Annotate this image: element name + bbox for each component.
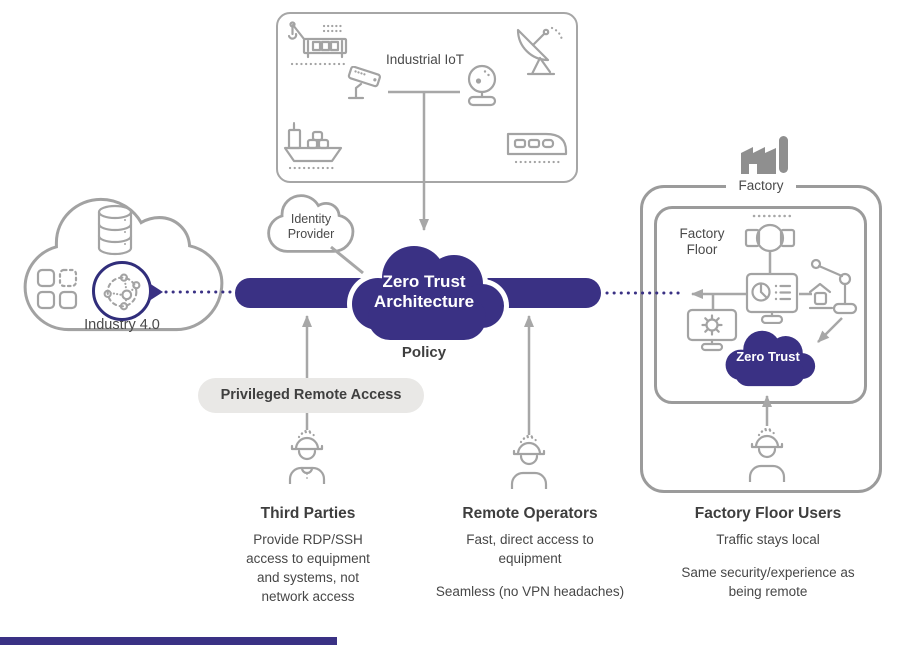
machine-icon xyxy=(744,223,796,253)
remote-operators-column: Remote Operators Fast, direct access to … xyxy=(390,505,670,616)
factory-floor-users-column: Factory Floor Users Traffic stays local … xyxy=(643,505,893,616)
factory-floor-box xyxy=(654,206,867,404)
third-parties-heading: Third Parties xyxy=(260,505,356,522)
industrial-iot-box xyxy=(276,12,578,183)
crane-icon xyxy=(288,21,348,66)
third-parties-column: Third Parties Provide RDP/SSH access to … xyxy=(218,505,398,621)
privileged-remote-access-pill: Privileged Remote Access xyxy=(198,378,424,413)
factory-floor-users-text-2: Same security/experience as being remote xyxy=(681,564,855,599)
dashboard-monitor-icon xyxy=(745,272,799,324)
factory-zero-trust-cloud xyxy=(722,327,819,390)
remote-operator-worker-icon xyxy=(510,435,548,489)
app-grid-icon xyxy=(36,268,78,310)
factory-zero-trust-label: Zero Trust xyxy=(736,349,800,364)
factory-floor-users-heading: Factory Floor Users xyxy=(694,505,842,522)
factory-label: Factory xyxy=(726,178,796,195)
train-icon xyxy=(506,132,568,164)
cctv-camera-icon xyxy=(347,66,381,100)
remote-operators-text-2: Seamless (no VPN headaches) xyxy=(435,583,625,599)
identity-provider-label: Identity Provider xyxy=(287,212,335,242)
factory-floor-users-text-1: Traffic stays local xyxy=(716,532,820,547)
remote-operators-heading: Remote Operators xyxy=(462,505,598,522)
zero-trust-architecture-label: Zero Trust Architecture xyxy=(373,272,475,311)
third-parties-worker-icon xyxy=(288,430,326,484)
identity-provider-connector xyxy=(330,245,364,275)
policy-label: Policy xyxy=(401,344,447,361)
third-parties-text: Provide RDP/SSH access to equipment and … xyxy=(246,532,370,604)
remote-operators-text-1: Fast, direct access to equipment xyxy=(466,532,594,566)
factory-floor-label: Factory Floor xyxy=(679,226,725,258)
factory-floor-worker-icon xyxy=(748,428,786,482)
robot-to-cloud-arrow xyxy=(817,317,843,343)
ship-icon xyxy=(283,122,343,170)
industry40-cloud xyxy=(23,197,224,332)
identity-provider-cloud xyxy=(267,194,355,253)
network-nodes-icon xyxy=(103,273,141,311)
footer-accent-bar xyxy=(0,637,337,645)
zero-trust-architecture-cloud xyxy=(347,241,509,345)
privileged-remote-access-label: Privileged Remote Access xyxy=(220,387,402,403)
industry40-label: Industry 4.0 xyxy=(84,317,160,333)
satellite-dish-icon xyxy=(516,26,564,76)
robot-arm-icon xyxy=(808,258,858,315)
gear-monitor-icon xyxy=(686,308,738,352)
industry40-pointer xyxy=(149,283,163,301)
webcam-icon xyxy=(467,64,497,107)
industry40-network-node xyxy=(92,261,152,321)
industrial-iot-label: Industrial IoT xyxy=(385,52,465,67)
factory-icon xyxy=(741,136,788,174)
database-icon xyxy=(97,204,133,256)
